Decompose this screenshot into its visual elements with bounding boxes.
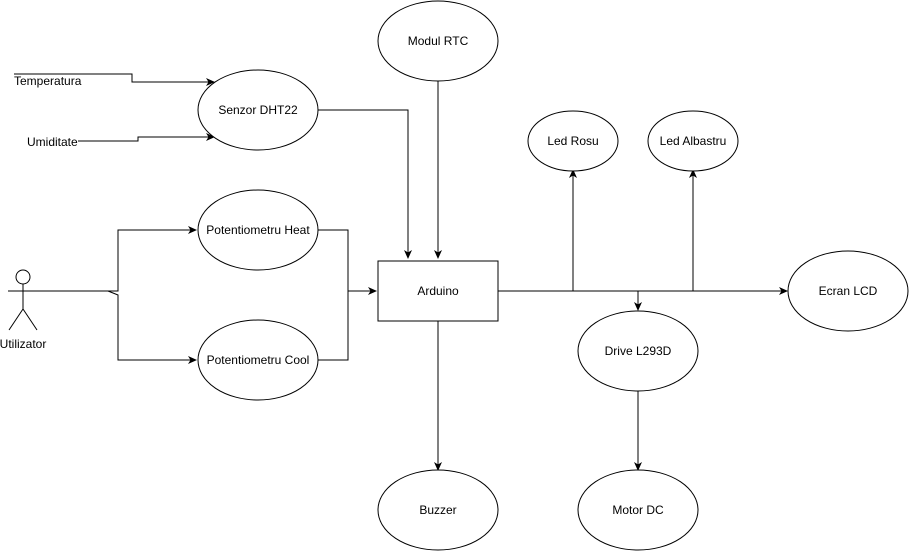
edge-umiditate-to-dht22 [78,133,215,142]
node-potentiometru-heat: Potentiometru Heat [197,189,319,271]
node-ecran-lcd: Ecran LCD [787,250,909,332]
node-senzor-dht22-label: Senzor DHT22 [218,103,298,117]
node-modul-rtc-label: Modul RTC [408,34,469,48]
node-senzor-dht22: Senzor DHT22 [197,69,319,151]
edge-dht22-to-arduino [318,109,412,259]
actor-utilizator-label: Utilizator [0,337,46,351]
node-arduino: Arduino [377,260,499,322]
node-ecran-lcd-label: Ecran LCD [819,284,878,298]
edge-utilizator-to-cool [107,290,197,364]
node-buzzer-label: Buzzer [419,503,456,517]
node-motor-dc: Motor DC [577,469,699,551]
edge-cool-to-arduino [318,291,349,361]
node-potentiometru-cool: Potentiometru Cool [197,319,319,401]
edge-temperatura-to-dht22 [14,73,215,86]
edge-utilizator-to-heat [8,226,197,292]
node-potentiometru-heat-label: Potentiometru Heat [206,223,310,237]
input-umiditate-label: Umiditate [27,135,78,149]
node-buzzer: Buzzer [377,469,499,551]
edges [8,73,788,471]
node-drive-l293d-label: Drive L293D [605,344,672,358]
node-modul-rtc: Modul RTC [377,0,499,82]
node-led-rosu-label: Led Rosu [547,134,598,148]
edge-heat-to-arduino [318,229,349,291]
inputs: Temperatura Umiditate [14,74,82,149]
node-motor-dc-label: Motor DC [612,503,664,517]
node-drive-l293d: Drive L293D [577,310,699,392]
node-led-albastru: Led Albastru [647,110,739,172]
node-led-albastru-label: Led Albastru [660,134,727,148]
actor-utilizator: Utilizator [0,269,46,351]
input-temperatura-label: Temperatura [14,74,82,88]
node-arduino-label: Arduino [417,284,459,298]
stick-figure-icon [8,269,38,331]
node-led-rosu: Led Rosu [527,110,619,172]
node-potentiometru-cool-label: Potentiometru Cool [207,353,310,367]
